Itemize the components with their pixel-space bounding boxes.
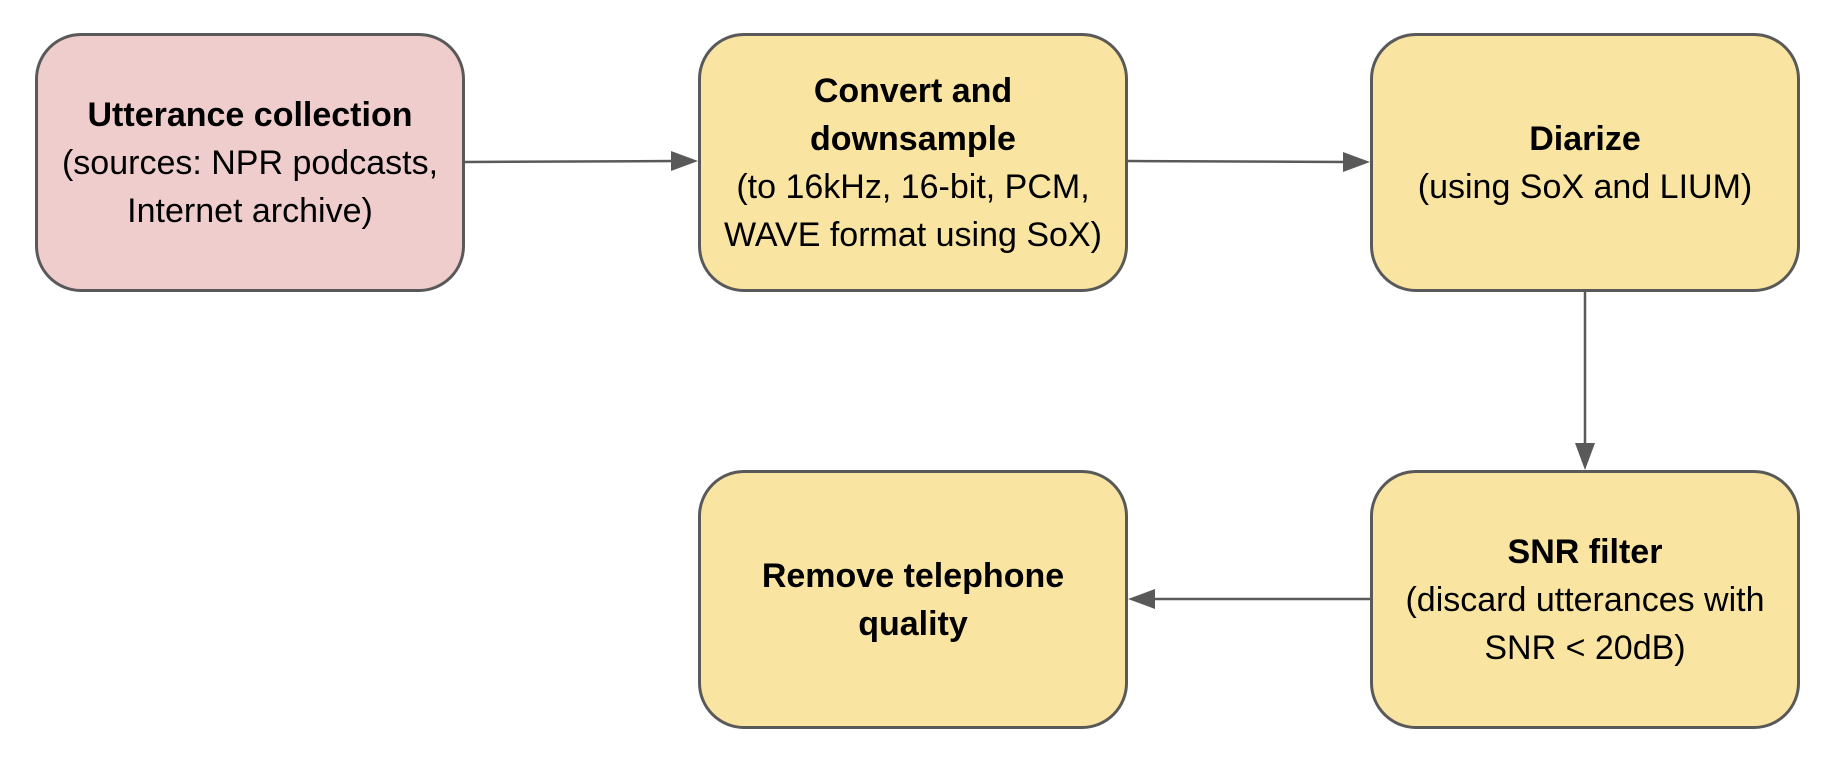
node-description: (discard utterances with SNR < 20dB) — [1405, 580, 1765, 667]
node-remove-telephone-quality: Remove telephone quality — [698, 470, 1128, 729]
node-title: Convert and downsample — [810, 71, 1016, 158]
node-diarize: Diarize (using SoX and LIUM) — [1370, 33, 1800, 292]
node-description: (sources: NPR podcasts, Internet archive… — [61, 143, 439, 230]
node-description: (using SoX and LIUM) — [1417, 167, 1753, 206]
node-convert-and-downsample: Convert and downsample (to 16kHz, 16-bit… — [698, 33, 1128, 292]
node-snr-filter: SNR filter (discard utterances with SNR … — [1370, 470, 1800, 729]
node-title: Diarize — [1529, 119, 1641, 158]
arrowhead-convert-to-diarize — [1343, 152, 1370, 172]
node-title: Remove telephone quality — [761, 556, 1065, 643]
node-description: (to 16kHz, 16-bit, PCM, WAVE format usin… — [724, 167, 1102, 254]
arrowhead-snr-to-remove — [1128, 589, 1155, 609]
arrowhead-collection-to-convert — [671, 151, 698, 171]
edge-collection-to-convert — [464, 159, 677, 164]
edge-convert-to-diarize — [1127, 159, 1349, 164]
arrowhead-diarize-to-snr — [1575, 443, 1595, 470]
node-title: Utterance collection — [87, 95, 413, 134]
node-utterance-collection: Utterance collection (sources: NPR podca… — [35, 33, 465, 292]
node-title: SNR filter — [1507, 532, 1663, 571]
